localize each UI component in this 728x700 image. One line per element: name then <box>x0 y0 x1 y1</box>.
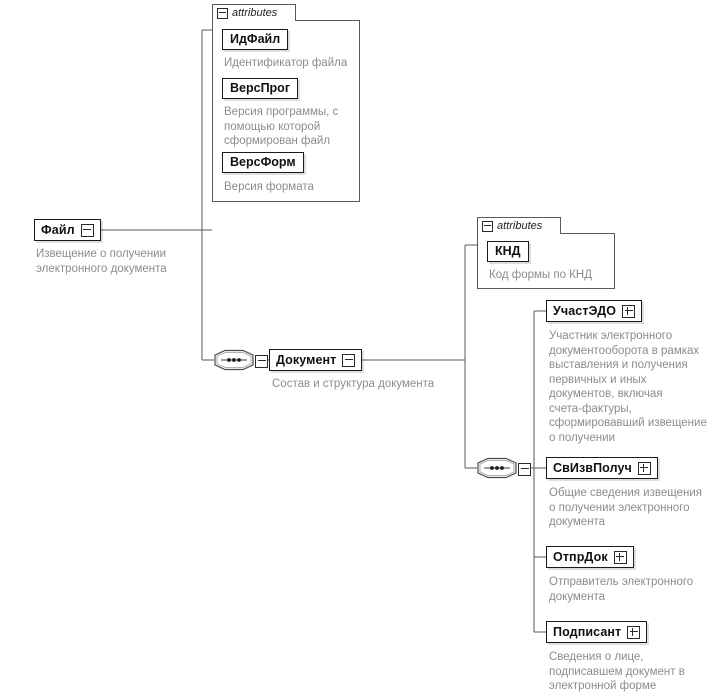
attributes-tab[interactable]: attributes <box>212 4 296 21</box>
plus-toggle-icon[interactable] <box>622 304 636 318</box>
attribute-description-versprog: Версия программы, с помощью которой сфор… <box>224 106 339 147</box>
element-label: ОтпрДок <box>553 549 608 564</box>
minus-toggle-icon[interactable] <box>518 462 531 476</box>
element-description-otprdok: Отправитель электронного документа <box>549 576 694 603</box>
attribute-node-idfail[interactable]: ИдФайл <box>222 29 289 50</box>
attributes-panel-dokument: attributes КНД Код формы по КНД <box>477 217 615 289</box>
element-label: УчастЭДО <box>553 303 617 318</box>
element-node-uchastedo[interactable]: УчастЭДО <box>546 300 643 322</box>
plus-toggle-icon[interactable] <box>637 461 651 475</box>
sequence-compositor-document[interactable] <box>214 349 268 371</box>
attribute-label: КНД <box>495 244 521 259</box>
attribute-description-versform: Версия формата <box>224 181 314 193</box>
attribute-description-knd: Код формы по КНД <box>489 269 592 281</box>
attribute-label: ВерсПрог <box>230 81 291 96</box>
element-node-dokument[interactable]: Документ <box>269 349 363 371</box>
attribute-node-knd[interactable]: КНД <box>487 241 529 262</box>
element-description-dokument: Состав и структура документа <box>272 378 435 390</box>
sequence-compositor-icon <box>214 349 254 371</box>
element-label: Документ <box>276 352 337 367</box>
sequence-compositor-document-children[interactable] <box>477 457 531 479</box>
attributes-tab-label: attributes <box>232 6 278 19</box>
attribute-node-versprog[interactable]: ВерсПрог <box>222 78 299 99</box>
element-label: Файл <box>41 222 75 237</box>
minus-toggle-icon[interactable] <box>255 354 268 368</box>
attributes-tab[interactable]: attributes <box>477 217 561 234</box>
attributes-panel-fail: attributes ИдФайл Идентификатор файла Ве… <box>212 4 360 202</box>
element-node-fail[interactable]: Файл <box>34 219 101 241</box>
plus-toggle-icon[interactable] <box>627 625 641 639</box>
element-node-otprdok[interactable]: ОтпрДок <box>546 546 634 568</box>
attribute-description-idfail: Идентификатор файла <box>224 57 348 69</box>
element-description-svizvpoluch: Общие сведения извещения о получении эле… <box>549 487 702 528</box>
attribute-label: ИдФайл <box>230 32 281 47</box>
element-description-uchastedo: Участник электронного документооборота в… <box>549 330 707 444</box>
element-label: Подписант <box>553 624 622 639</box>
element-node-podpisant[interactable]: Подписант <box>546 621 648 643</box>
plus-toggle-icon[interactable] <box>613 550 627 564</box>
attribute-label: ВерсФорм <box>230 155 296 170</box>
element-label: СвИзвПолуч <box>553 460 632 475</box>
minus-toggle-icon[interactable] <box>342 353 356 367</box>
minus-toggle-icon[interactable] <box>482 220 493 232</box>
minus-toggle-icon[interactable] <box>217 7 228 19</box>
minus-toggle-icon[interactable] <box>80 223 94 237</box>
attribute-node-versform[interactable]: ВерсФорм <box>222 152 304 173</box>
sequence-compositor-icon <box>477 457 517 479</box>
element-description-fail: Извещение о получении электронного докум… <box>36 248 167 275</box>
element-node-svizvpoluch[interactable]: СвИзвПолуч <box>546 457 658 479</box>
element-description-podpisant: Сведения о лице, подписавшем документ в … <box>549 651 685 692</box>
attributes-tab-label: attributes <box>497 219 543 232</box>
